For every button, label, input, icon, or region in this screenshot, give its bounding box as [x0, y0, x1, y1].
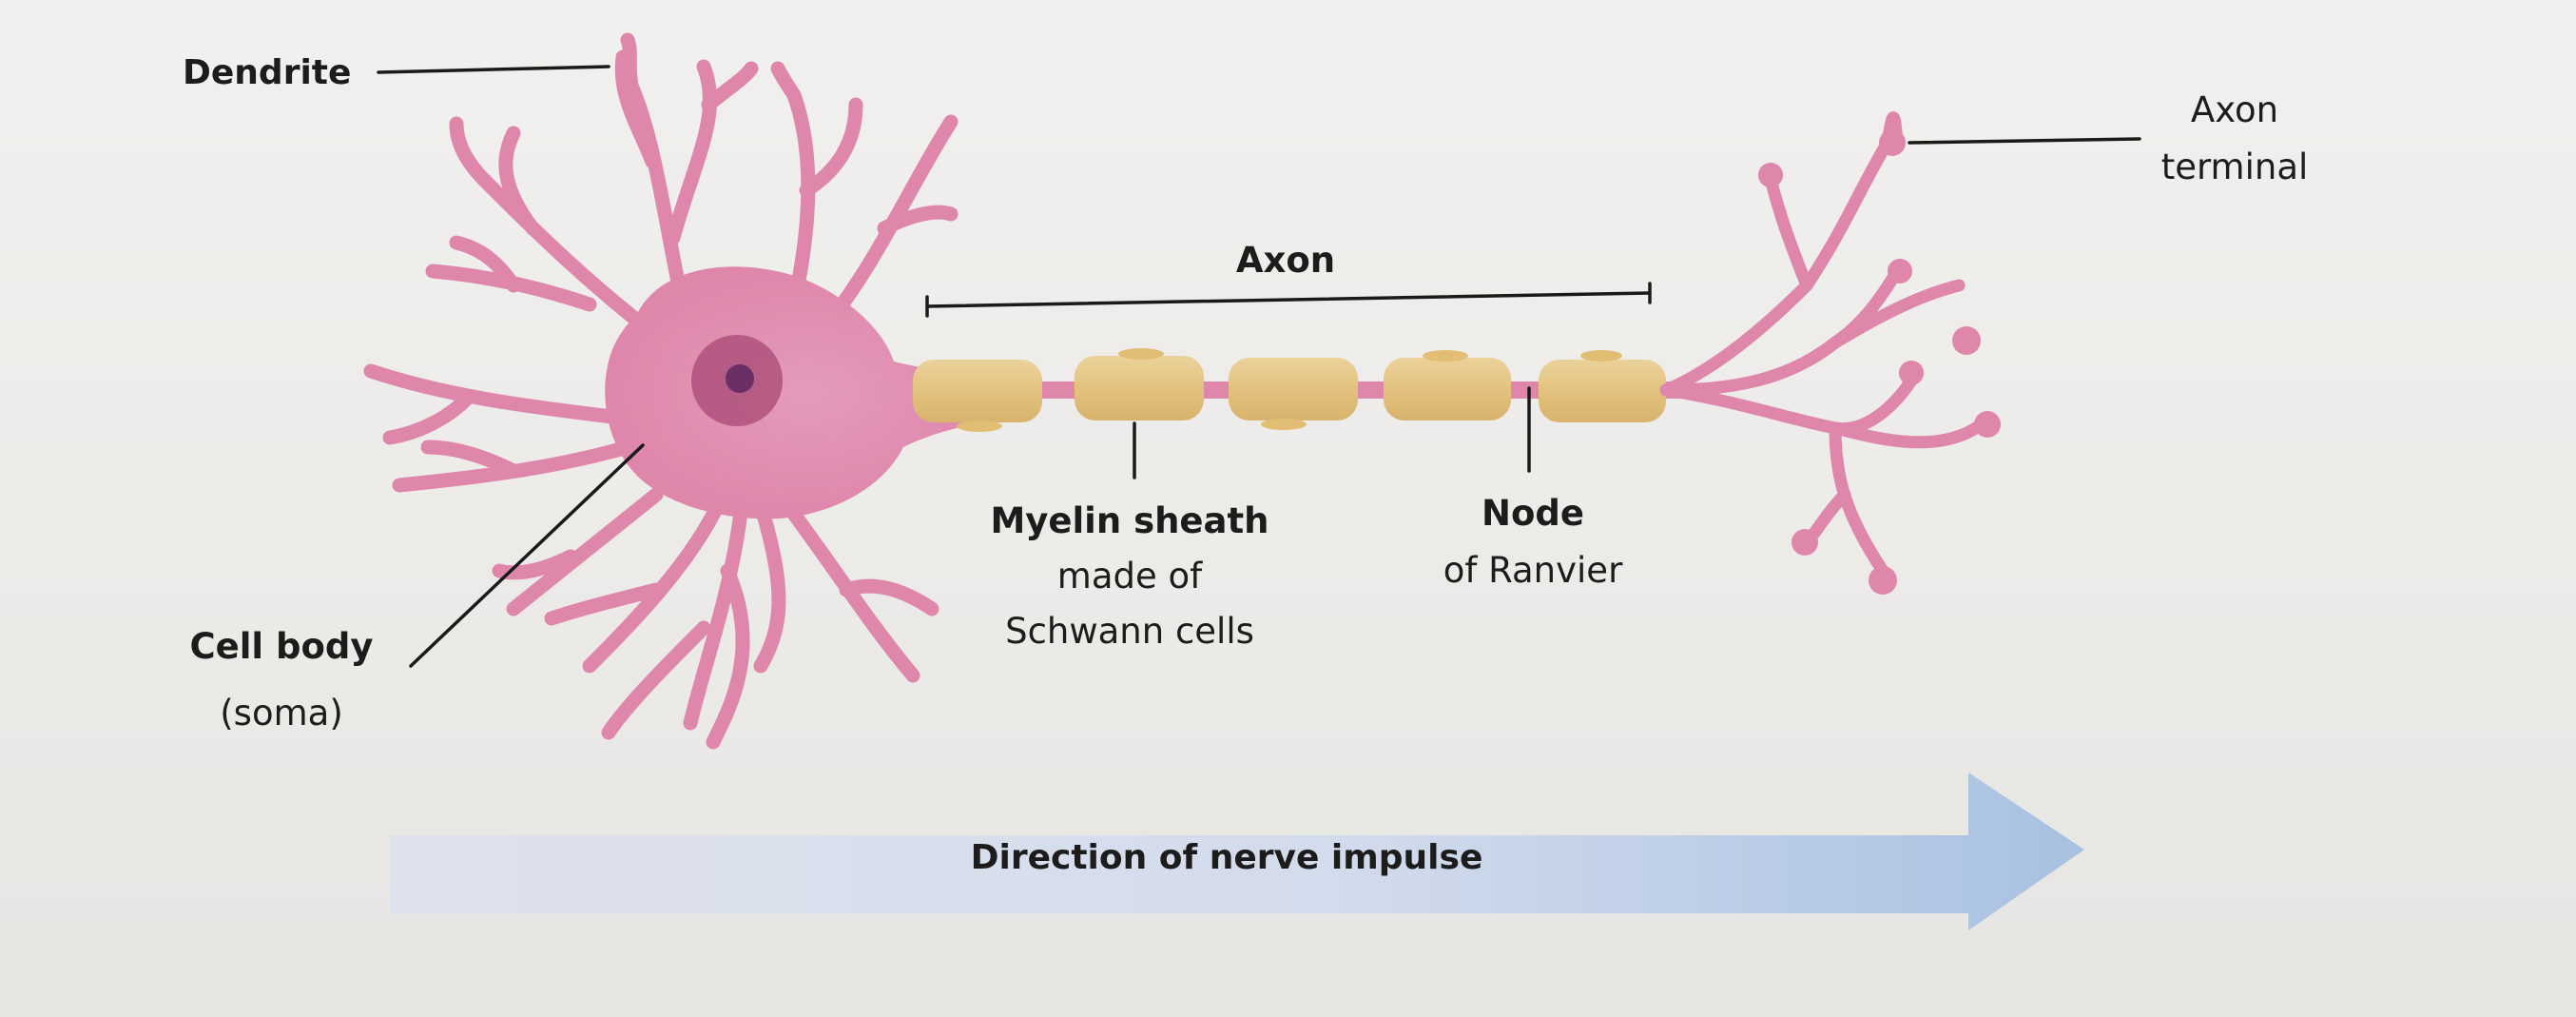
cell-body-label-line2: (soma)	[220, 693, 343, 733]
axon-terminal-label-line2: terminal	[2161, 147, 2309, 187]
node-of-ranvier-label-line2: of Ranvier	[1443, 550, 1623, 591]
impulse-direction-label: Direction of nerve impulse	[971, 838, 1483, 877]
axon-terminals	[1659, 111, 1989, 577]
axon-length-bracket	[925, 282, 1652, 318]
nucleolus	[726, 364, 754, 393]
axon-terminal-label-line1: Axon	[2191, 89, 2278, 130]
myelin-sheath-label-line3: Schwann cells	[1005, 611, 1254, 652]
myelin-sheath-label-line1: Myelin sheath	[990, 500, 1269, 541]
cell-body-soma	[605, 266, 1008, 519]
schwann-cell	[1075, 348, 1204, 420]
dendrite-leader-line	[377, 65, 610, 74]
node-of-ranvier-label-line1: Node	[1482, 493, 1584, 534]
dendrite-label: Dendrite	[183, 53, 351, 92]
schwann-cell	[1539, 350, 1666, 422]
impulse-direction-arrow: Direction of nerve impulse	[390, 773, 2084, 930]
cell-body-label-line1: Cell body	[189, 626, 373, 667]
axon-terminal-leader-line	[1908, 137, 2141, 145]
cell-body-leader-line	[409, 443, 645, 668]
myelin-sheath-label-line2: made of	[1057, 556, 1203, 597]
myelin-sheath	[913, 348, 1666, 432]
axon-label: Axon	[1236, 240, 1335, 281]
schwann-cell	[1229, 358, 1358, 430]
schwann-cell	[913, 360, 1042, 432]
schwann-cell	[1384, 350, 1511, 420]
axon-terminal-boutons	[1758, 129, 2001, 595]
